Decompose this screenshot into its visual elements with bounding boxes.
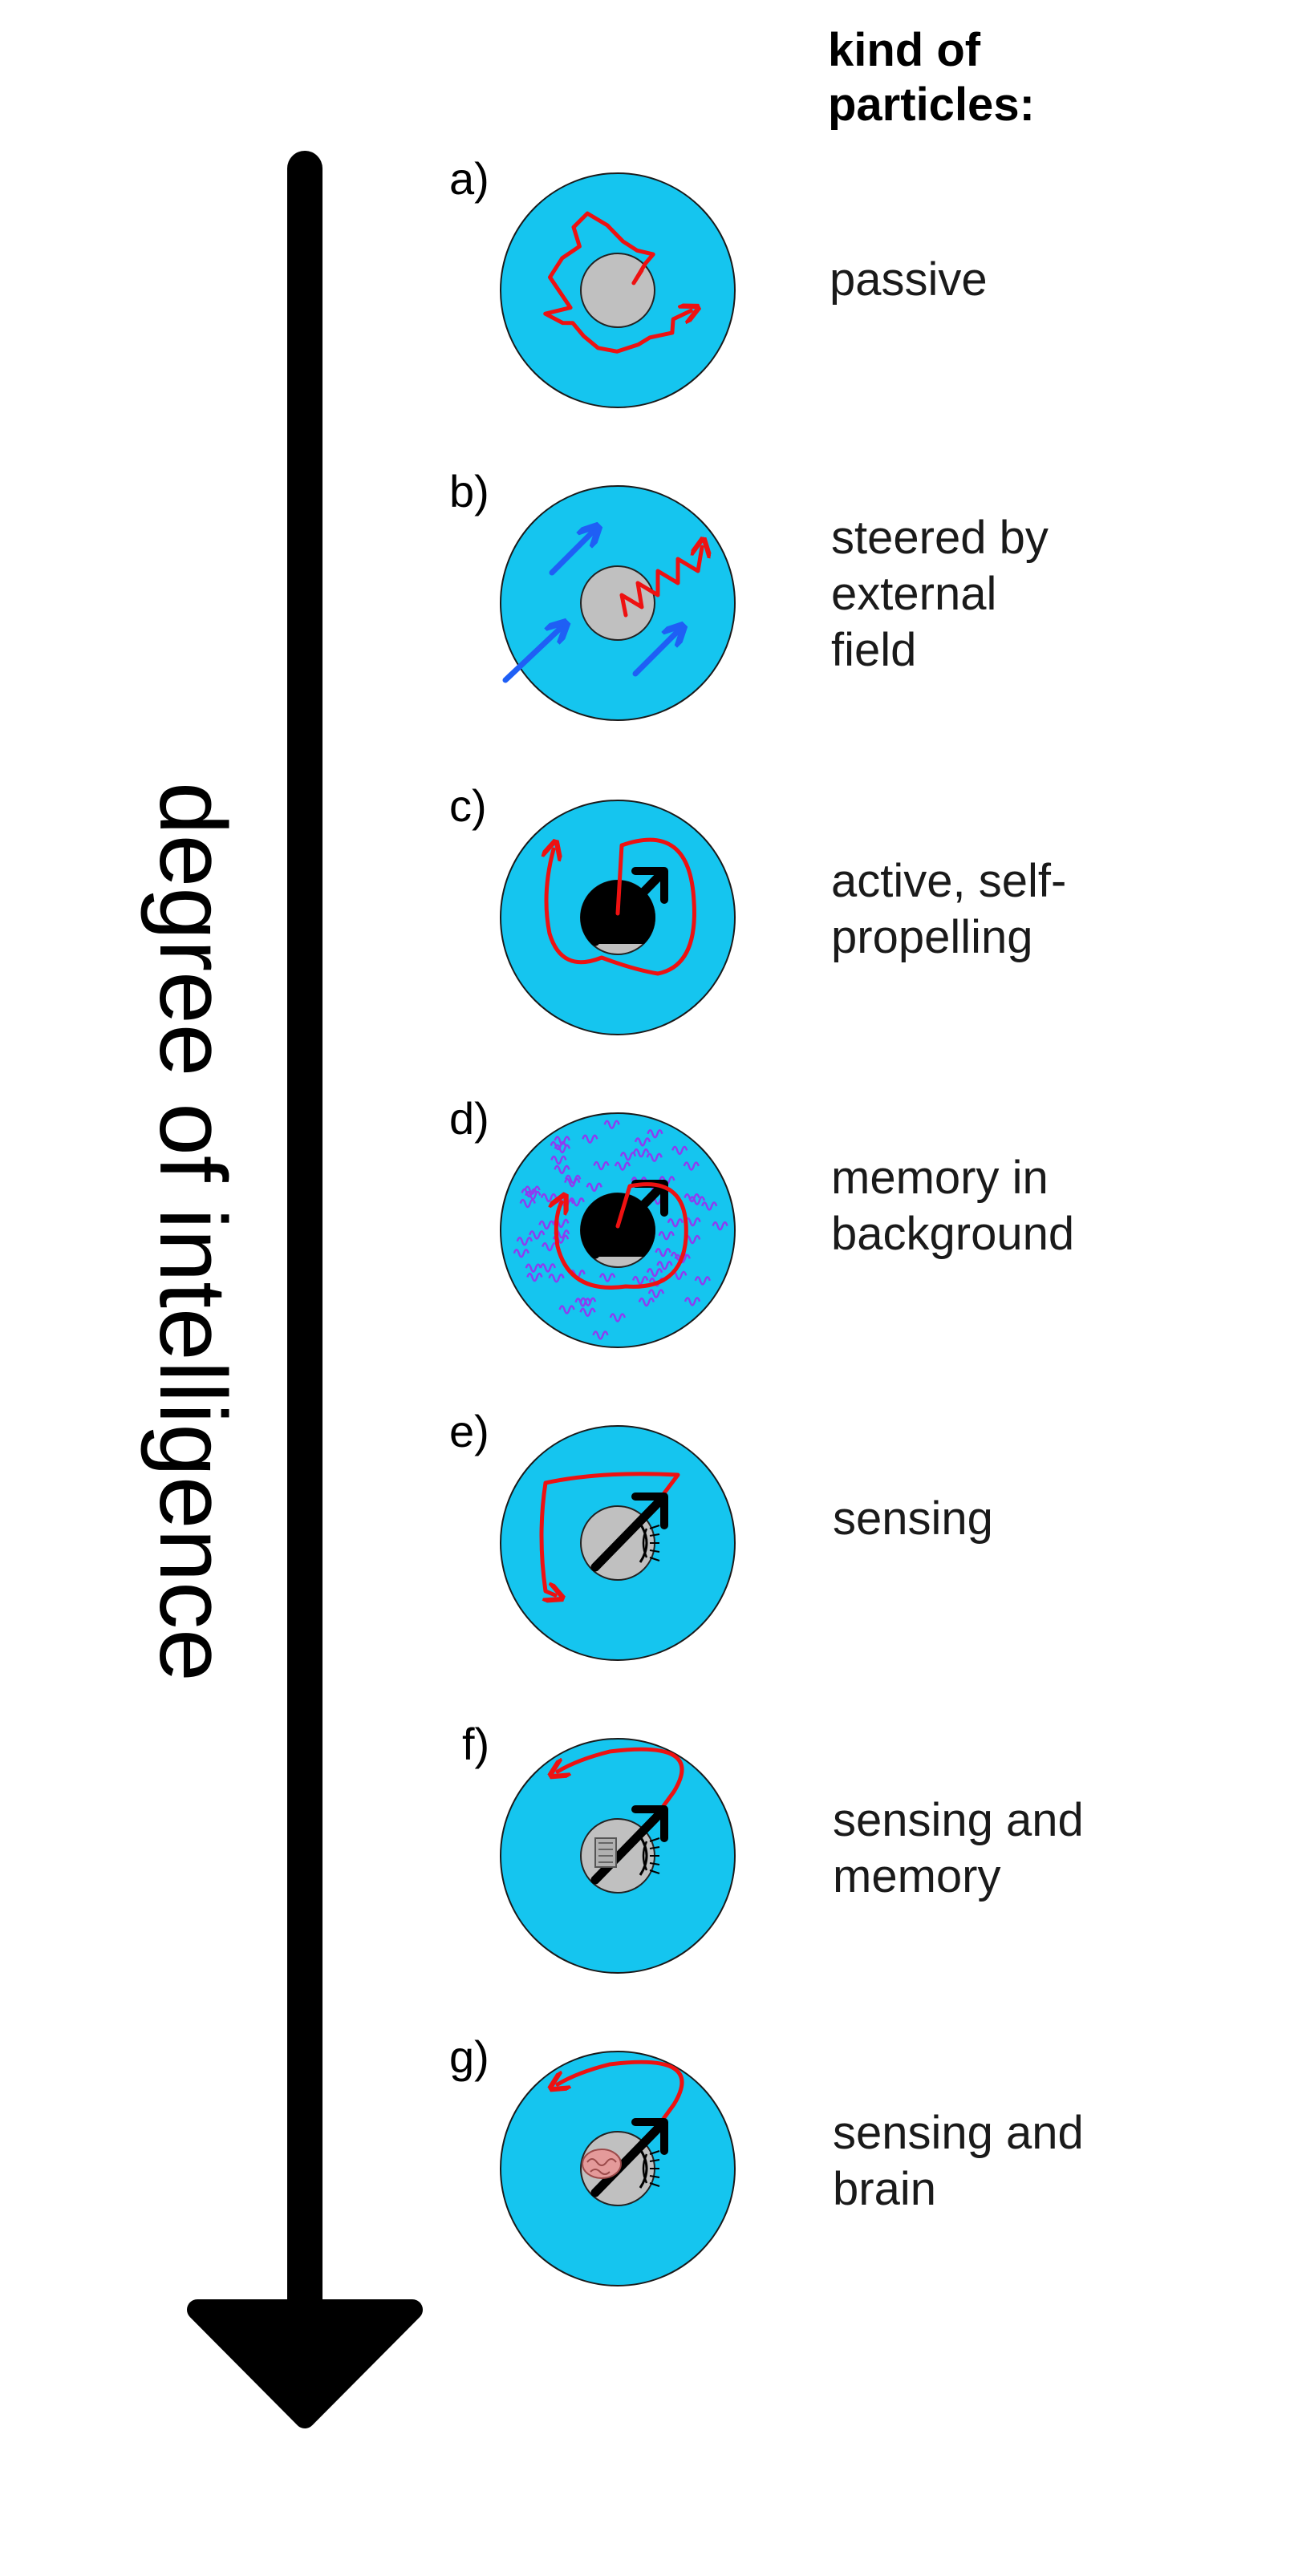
row-label: e) bbox=[449, 1406, 489, 1456]
eye-icon bbox=[639, 1836, 660, 1876]
row-label: a) bbox=[449, 153, 489, 204]
particle-row-a: a) passive bbox=[449, 153, 988, 408]
row-label: b) bbox=[449, 466, 489, 516]
janus-cap-extra bbox=[581, 1193, 626, 1238]
random-walk-trajectory bbox=[543, 211, 692, 354]
particle-description: passive bbox=[830, 253, 988, 306]
particle-row-c: c) active, self-propelling bbox=[449, 780, 1066, 1035]
description-line: brain bbox=[833, 2163, 936, 2215]
axis-label: degree of intelligence bbox=[140, 782, 245, 1682]
memory-chip-icon bbox=[594, 1837, 617, 1868]
external-field-arrow bbox=[502, 627, 562, 683]
description-line: sensing bbox=[833, 1493, 993, 1545]
description-line: sensing and bbox=[833, 1794, 1084, 1846]
external-field-arrow bbox=[549, 531, 594, 576]
header-kind-of: kind of bbox=[828, 24, 981, 76]
turning-trajectory bbox=[558, 1747, 684, 1838]
particle-body bbox=[580, 565, 655, 641]
janus-cap-extra bbox=[581, 881, 626, 925]
row-label: d) bbox=[449, 1093, 489, 1144]
description-line: passive bbox=[830, 253, 988, 306]
self-propulsion-arrow bbox=[590, 2118, 668, 2197]
description-line: background bbox=[831, 1208, 1074, 1260]
row-label: g) bbox=[449, 2031, 489, 2082]
description-line: field bbox=[831, 624, 916, 676]
background-memory-traces bbox=[513, 1120, 728, 1340]
description-line: steered by bbox=[831, 512, 1049, 564]
description-line: memory bbox=[833, 1850, 1000, 1902]
description-line: sensing and bbox=[833, 2107, 1084, 2159]
header-particles: particles: bbox=[828, 79, 1035, 131]
self-propulsion-arrow bbox=[590, 1805, 668, 1885]
loop-trajectory bbox=[546, 840, 696, 976]
sensing-trajectory bbox=[539, 1472, 680, 1595]
zigzag-trajectory bbox=[619, 547, 702, 618]
eye-icon bbox=[639, 1523, 660, 1563]
memory-trajectory bbox=[556, 1182, 688, 1290]
brain-icon bbox=[582, 2149, 622, 2179]
description-line: propelling bbox=[831, 911, 1033, 963]
particle-description: active, self-propelling bbox=[831, 855, 1066, 963]
external-field-arrow bbox=[632, 630, 679, 677]
self-propulsion-arrow bbox=[590, 1493, 668, 1572]
self-propulsion-arrow bbox=[590, 867, 668, 946]
eye-icon bbox=[639, 2149, 660, 2189]
turning-trajectory bbox=[558, 2060, 684, 2151]
row-label: c) bbox=[449, 780, 487, 831]
description-line: external bbox=[831, 568, 996, 620]
row-label: f) bbox=[462, 1719, 489, 1769]
description-line: memory in bbox=[831, 1152, 1049, 1204]
particle-row-e: e) sensing bbox=[449, 1406, 993, 1661]
particle-description: sensing bbox=[833, 1493, 993, 1545]
particle-body bbox=[580, 253, 655, 328]
description-line: active, self- bbox=[831, 855, 1066, 907]
intelligence-axis-arrow bbox=[187, 151, 423, 2428]
